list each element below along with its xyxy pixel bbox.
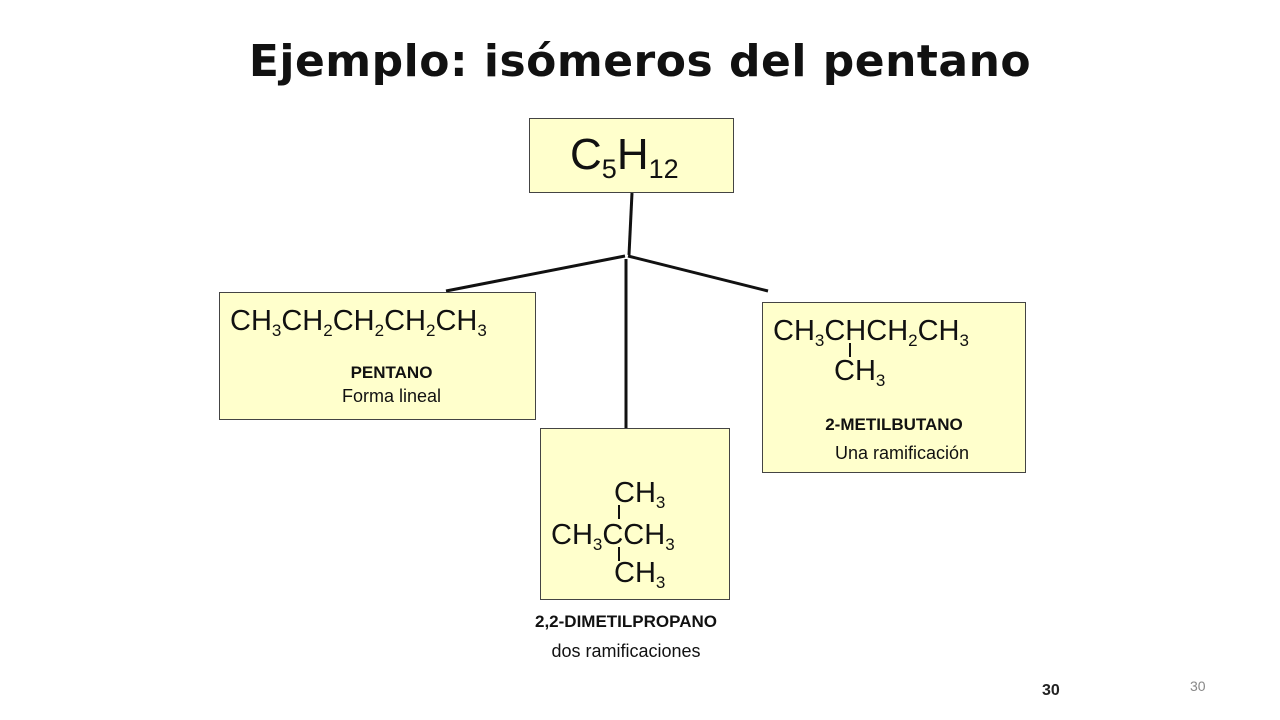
formula-box: C5H12 (529, 118, 734, 193)
metilbutano-main-chain: CH3CHCH2CH3 (773, 315, 969, 350)
connector-root-stem (627, 192, 634, 256)
slide-number: 30 (1190, 678, 1206, 694)
connector-right (627, 254, 769, 293)
dimetilpropano-bottom-branch: CH3 (614, 557, 666, 592)
pentano-name: PENTANO (350, 363, 433, 382)
dimetilpropano-name: 2,2-DIMETILPROPANO (535, 612, 717, 631)
slide-title: Ejemplo: isómeros del pentano (248, 36, 1032, 87)
connector-left (445, 254, 626, 293)
dimetilpropano-main-chain: CH3CCH3 (551, 519, 675, 554)
molecular-formula: C5H12 (570, 130, 679, 184)
metilbutano-branch: CH3 (834, 355, 886, 390)
dimetilpropano-top-branch: CH3 (614, 477, 666, 512)
metilbutano-name: 2-METILBUTANO (825, 415, 963, 434)
pentano-desc: Forma lineal (341, 386, 442, 406)
dimetilpropano-box: CH3 CH3CCH3 CH3 (540, 428, 730, 600)
dimetilpropano-desc: dos ramificaciones (551, 641, 701, 661)
pentano-formula: CH3CH2CH2CH2CH3 (230, 305, 487, 340)
bottom-branch-bond (618, 547, 620, 561)
top-branch-bond (618, 505, 620, 519)
pentano-box: CH3CH2CH2CH2CH3 PENTANO Forma lineal (219, 292, 536, 420)
branch-bond (849, 343, 851, 357)
slide-number-footer: 30 (1042, 682, 1060, 699)
metilbutano-desc: Una ramificación (834, 443, 970, 463)
metilbutano-box: CH3CHCH2CH3 CH3 2-METILBUTANO Una ramifi… (762, 302, 1026, 473)
